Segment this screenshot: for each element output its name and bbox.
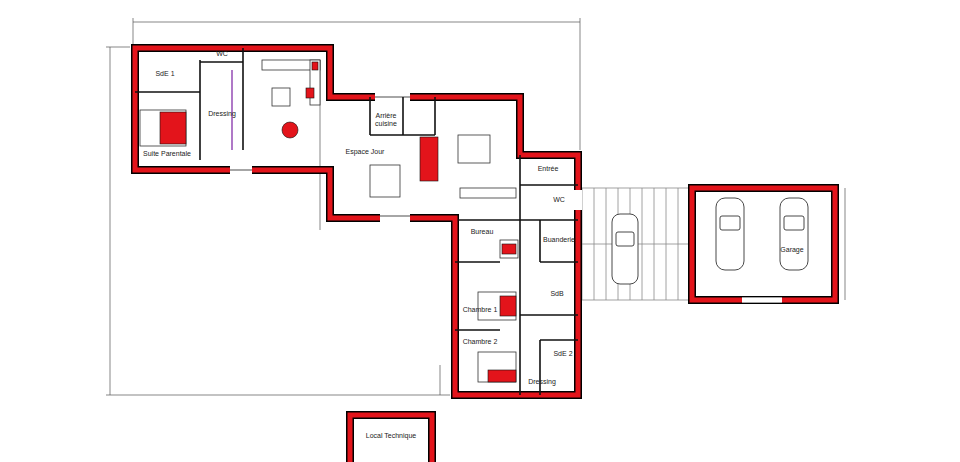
room-area: Suite Parentale [136, 150, 198, 158]
room-area: SdE 2 [548, 350, 578, 358]
room-area: SdE 1 [140, 70, 190, 78]
room-label: Suite Parentale [136, 150, 198, 158]
room-area: Garage [770, 246, 814, 254]
room-label: WC [542, 196, 576, 204]
room-area: WC [542, 196, 576, 204]
room-area: Entrée [522, 165, 574, 173]
room-label: Buanderie [540, 236, 578, 244]
room-area: Bureau [462, 228, 502, 236]
room-label: Dressing [522, 378, 562, 386]
room-area: Dressing [202, 110, 242, 118]
room-label: WC [203, 50, 241, 58]
room-label: Entrée [522, 165, 574, 173]
room-area: Buanderie [540, 236, 578, 244]
room-label: SdE 1 [140, 70, 190, 78]
room-area: Chambre 1 [460, 306, 500, 314]
room-area: WC [203, 50, 241, 58]
room-label: Local Technique [355, 432, 427, 440]
room-label: SdB [538, 290, 576, 298]
room-label: Chambre 1 [460, 306, 500, 314]
room-label: Chambre 2 [460, 338, 500, 346]
room-area: SdB [538, 290, 576, 298]
room-area: Dressing [522, 378, 562, 386]
room-label: Garage [770, 246, 814, 254]
room-area: Espace Jour [335, 148, 395, 156]
room-label: Espace Jour [335, 148, 395, 156]
room-label: Bureau [462, 228, 502, 236]
room-label: SdE 2 [548, 350, 578, 358]
room-area: Chambre 2 [460, 338, 500, 346]
room-area: Arrière cuisine [366, 112, 406, 128]
room-label: Arrière cuisine [366, 112, 406, 128]
room-area: Local Technique [355, 432, 427, 440]
room-label: Dressing [202, 110, 242, 118]
